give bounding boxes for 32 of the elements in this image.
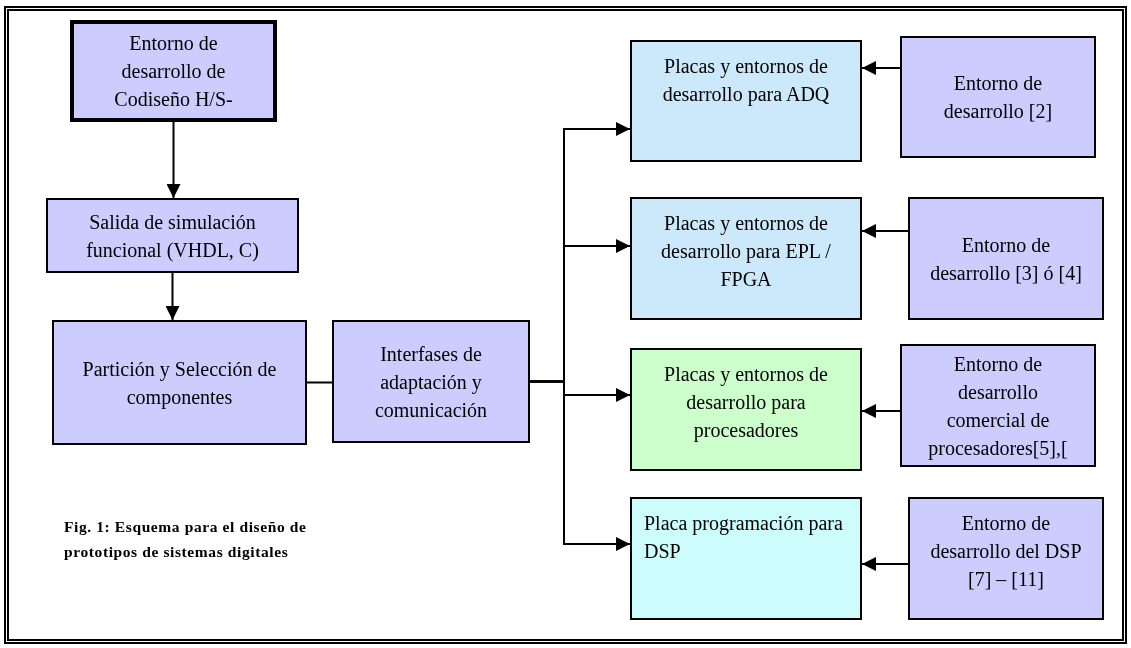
arrow — [166, 121, 181, 199]
process-box — [908, 197, 1104, 320]
figure-caption: Fig. 1: Esquema para el diseño de prototipos de sistemas digitales — [64, 517, 308, 562]
process-box — [900, 344, 1096, 467]
box-label: Placas y entornos de desarrollo para ADQ — [661, 54, 831, 108]
process-box — [630, 197, 862, 320]
box-label: Entorno de desarrollo del DSP [7] – [11] — [929, 511, 1083, 592]
process-box — [908, 497, 1104, 620]
arrow — [165, 272, 180, 321]
box-label: Placas y entornos de desarrollo para EPL / FPGA — [660, 211, 832, 292]
arrow — [861, 404, 901, 418]
box-label: Interfases de adaptación y comunicación — [373, 341, 489, 423]
process-box — [46, 198, 299, 273]
box-label: Entorno de desarrollo [2] — [942, 71, 1054, 124]
process-box — [52, 320, 307, 445]
arrow — [861, 224, 909, 238]
box-label: Placas y entornos de desarrollo para procesadores — [663, 362, 829, 444]
process-box — [630, 497, 862, 620]
process-box — [332, 320, 530, 443]
arrow — [861, 61, 901, 75]
box-label: Partición y Selección de componentes — [81, 356, 278, 411]
process-box — [630, 348, 862, 471]
process-box — [900, 36, 1096, 158]
arrow — [529, 380, 631, 551]
box-label: Entorno de desarrollo de Codiseño H/S- — [113, 31, 234, 112]
box-label: Entorno de desarrollo [3] ó [4] — [929, 232, 1083, 286]
process-box — [70, 20, 277, 122]
box-label: Entorno de desarrollo comercial de procesadores[5],[ — [927, 351, 1069, 462]
arrow — [861, 557, 909, 571]
process-box — [630, 40, 862, 162]
box-label: Salida de simulación funcional (VHDL, C) — [85, 209, 260, 264]
box-label: Placa programación para DSP — [644, 511, 844, 564]
